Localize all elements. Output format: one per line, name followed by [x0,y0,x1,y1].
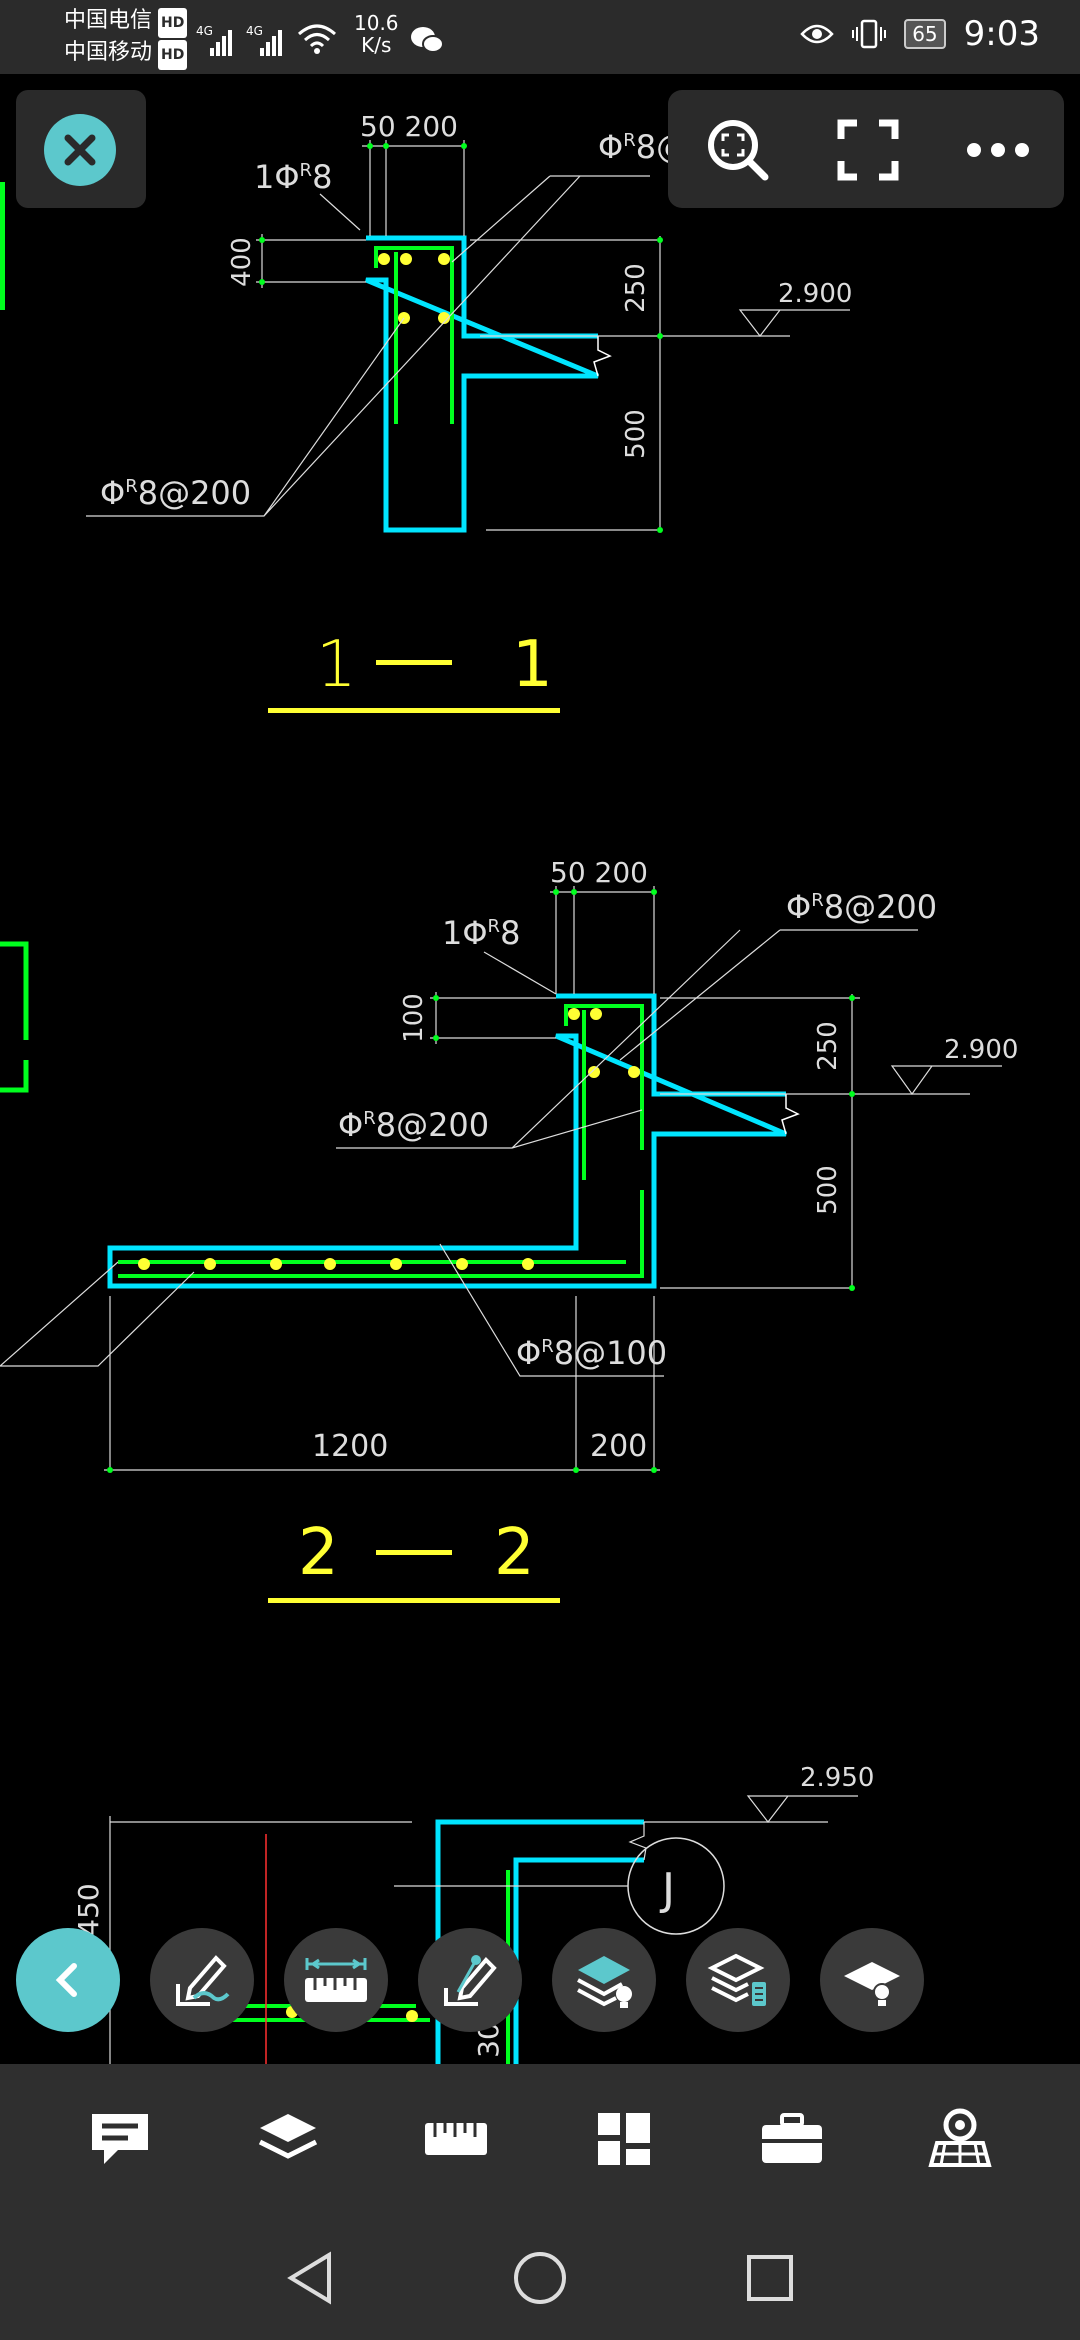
more-icon [967,143,1029,157]
elevation: 2.900 [944,1035,1018,1065]
layer-visibility-button[interactable] [820,1928,924,2032]
dim-right-1: 250 [621,263,651,313]
section-title-b: 2 [494,1516,535,1590]
circle-home-icon [514,2252,566,2304]
layer-list-icon [707,1953,766,2006]
wechat-icon [410,27,444,53]
dim-left: 450 [72,1883,105,1936]
wifi-icon [298,24,336,54]
dim-bottom-1: 1200 [312,1429,388,1464]
nav-layers[interactable] [248,2104,328,2174]
section-title-a: 1 [316,628,357,702]
viewer-icon [928,2108,992,2167]
signal-icon: 4G [196,24,236,56]
elevation: 2.900 [778,279,852,309]
carrier-2: 中国移动 [64,40,153,65]
back-button[interactable] [16,1928,120,2032]
triangle-back-icon [287,2251,331,2305]
cad-drawing-canvas[interactable]: 50 200 1ΦR8 ΦR8@ 400 250 500 2.900 ΦR8@2… [0,74,1080,2064]
fullscreen-button[interactable] [828,110,908,190]
speed-value: 10.6 [354,11,399,35]
section-title-a: 2 [298,1516,339,1590]
markup-icon [444,1955,497,2006]
hd-badge: HD [158,40,188,70]
quick-tools-row [0,1928,1080,2038]
nav-toolbox[interactable] [752,2104,832,2174]
dim-right-1: 250 [813,1021,843,1071]
dim-top: 50 200 [550,856,648,889]
side-marker [0,941,29,1093]
annotate-icon [176,1955,230,2006]
more-button[interactable] [958,110,1038,190]
grid-icon [598,2113,650,2165]
clock: 9:03 [963,14,1040,54]
toolbox-icon [762,2113,822,2163]
dim-right-2: 500 [621,409,651,459]
square-recents-icon [747,2255,793,2301]
network-indicators: 4G 4G 10.6 K/s [196,12,445,56]
system-back-button[interactable] [280,2248,340,2308]
zoom-fit-button[interactable] [698,110,778,190]
battery-icon: 65 [904,19,946,49]
bar-label: 1ΦR8 [442,914,520,952]
net-label: 4G [246,24,263,38]
dim-left: 100 [399,993,429,1043]
comment-icon [92,2114,148,2164]
rebar-label-top: ΦR8@200 [786,888,937,926]
section-1-1: 50 200 1ΦR8 ΦR8@ 400 250 500 2.900 ΦR8@2… [86,110,852,713]
bar-label: 1ΦR8 [254,158,332,196]
close-button[interactable] [44,114,116,186]
back-icon [55,1963,77,1997]
nav-viewer[interactable] [920,2104,1000,2174]
side-marker [0,182,5,310]
system-navigation-bar [0,2212,1080,2340]
vibrate-icon [852,19,887,49]
view-toolbar [668,90,1064,208]
signal-icon: 4G [246,24,286,56]
hd-badge: HD [158,8,188,38]
markup-button[interactable] [418,1928,522,2032]
section-title-b: 1 [512,628,553,702]
system-recents-button[interactable] [740,2248,800,2308]
layer-toggle-icon [577,1956,632,2008]
elevation: 2.950 [800,1763,874,1793]
nav-comment[interactable] [80,2104,160,2174]
measure-icon [305,1958,367,2002]
status-right: 65 9:03 [800,14,1040,54]
eye-icon [800,24,834,44]
nav-grid[interactable] [584,2104,664,2174]
dim-bottom-2: 200 [590,1429,647,1464]
axis-label: J [659,1864,675,1915]
carrier-1: 中国电信 [64,8,153,33]
nav-ruler[interactable] [416,2104,496,2174]
axis-bubble [627,1837,725,1935]
bottom-navigation [0,2064,1080,2212]
layer-list-button[interactable] [686,1928,790,2032]
bottom-rebar-label: ΦR8@100 [516,1334,667,1372]
speed-unit: K/s [361,33,392,57]
ruler-icon [425,2123,487,2155]
layers-icon [258,2114,318,2159]
layer-toggle-button[interactable] [552,1928,656,2032]
net-speed: 10.6 K/s [354,12,399,56]
dim-top: 50 200 [360,110,458,143]
dim-left: 400 [227,237,257,287]
mid-rebar-label: ΦR8@200 [338,1106,489,1144]
close-icon [64,134,96,166]
annotate-button[interactable] [150,1928,254,2032]
zoom-fit-icon [708,120,769,181]
net-label: 4G [196,24,213,38]
stirrup-label: ΦR8@200 [100,474,251,512]
dim-right-2: 500 [813,1165,843,1215]
section-2-2: 50 200 1ΦR8 ΦR8@200 100 250 500 2.900 ΦR… [0,856,1018,1603]
layer-visibility-icon [844,1962,900,2006]
measure-button[interactable] [284,1928,388,2032]
fullscreen-icon [837,119,899,181]
system-home-button[interactable] [510,2248,570,2308]
